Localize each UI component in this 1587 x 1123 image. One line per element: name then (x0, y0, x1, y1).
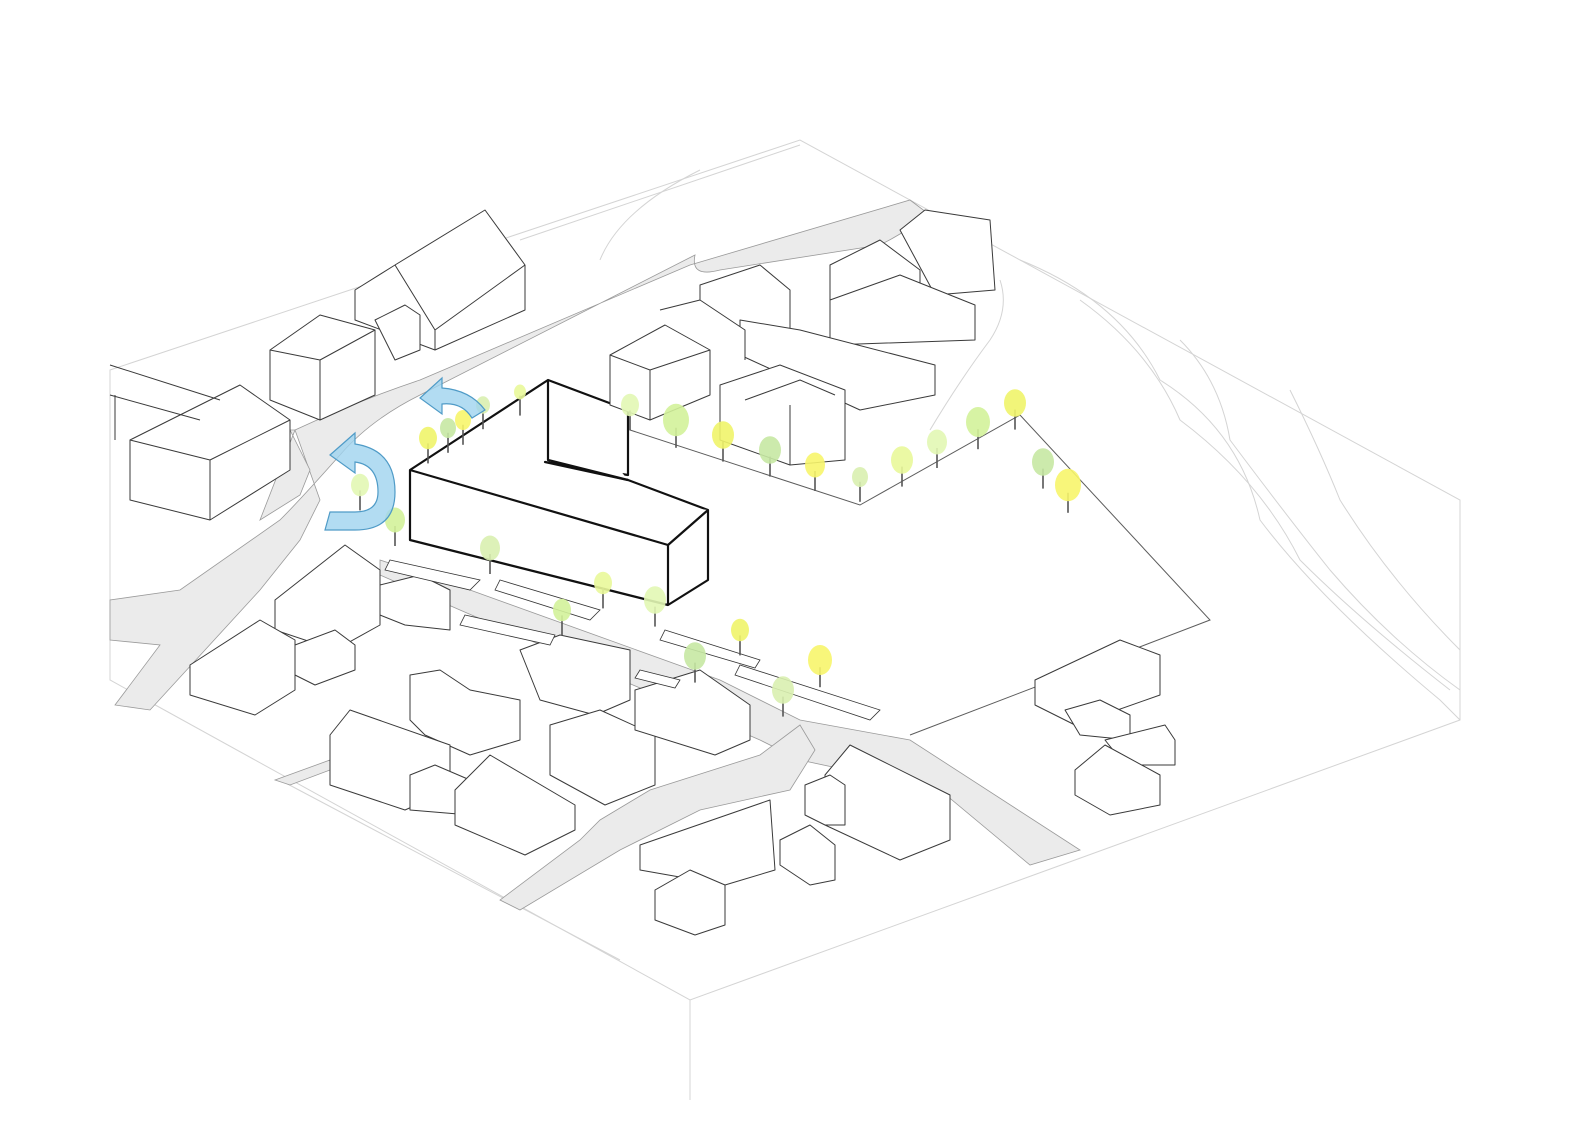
tree-icon (805, 452, 825, 491)
tree-crown (514, 384, 526, 400)
tree-icon (966, 407, 990, 450)
tree-crown (440, 418, 456, 438)
tree-icon (553, 598, 571, 636)
u-turn-arrow-icon (324, 431, 396, 531)
tree-crown (594, 571, 612, 595)
tree-crown (731, 618, 749, 642)
tree-icon (1032, 448, 1054, 489)
tree-crown (772, 676, 794, 704)
tree-crown (553, 598, 571, 622)
tree-icon (644, 586, 666, 627)
tree-crown (480, 535, 500, 561)
circulation-arrows (324, 376, 486, 531)
tree-crown (759, 436, 781, 464)
tree-icon (772, 676, 794, 717)
tree-icon (712, 421, 734, 462)
tree-crown (852, 467, 868, 487)
tree-crown (1032, 448, 1054, 476)
tree-crown (455, 410, 471, 430)
tree-crown (351, 473, 369, 497)
tree-crown (684, 642, 706, 670)
tree-crown (1004, 389, 1026, 417)
tree-icon (514, 384, 526, 416)
tree-icon (621, 393, 639, 431)
tree-crown (891, 446, 913, 474)
tree-icon (1004, 389, 1026, 430)
tree-icon (927, 429, 947, 468)
tree-crown (621, 393, 639, 417)
tree-icon (419, 426, 437, 464)
tree-icon (731, 618, 749, 656)
tree-icon (663, 403, 689, 448)
tree-icon (594, 571, 612, 609)
trees (351, 384, 1081, 717)
tree-crown (419, 426, 437, 450)
tree-icon (351, 473, 369, 511)
tree-crown (712, 421, 734, 449)
tree-icon (1055, 468, 1081, 513)
tree-icon (440, 418, 456, 453)
tree-icon (455, 410, 471, 445)
tree-crown (644, 586, 666, 614)
tree-crown (663, 403, 689, 437)
tree-crown (808, 645, 832, 675)
terrain (109, 139, 1461, 1100)
tree-icon (480, 535, 500, 574)
tree-crown (805, 452, 825, 478)
tree-crown (966, 407, 990, 437)
parking-stalls (384, 559, 881, 721)
existing-buildings (109, 209, 1176, 936)
tree-crown (1055, 468, 1081, 502)
tree-icon (852, 467, 868, 502)
tree-icon (891, 446, 913, 487)
tree-icon (759, 436, 781, 477)
tree-crown (927, 429, 947, 455)
curved-arrow-left-icon (419, 376, 486, 419)
tree-icon (808, 645, 832, 688)
tree-icon (684, 642, 706, 683)
